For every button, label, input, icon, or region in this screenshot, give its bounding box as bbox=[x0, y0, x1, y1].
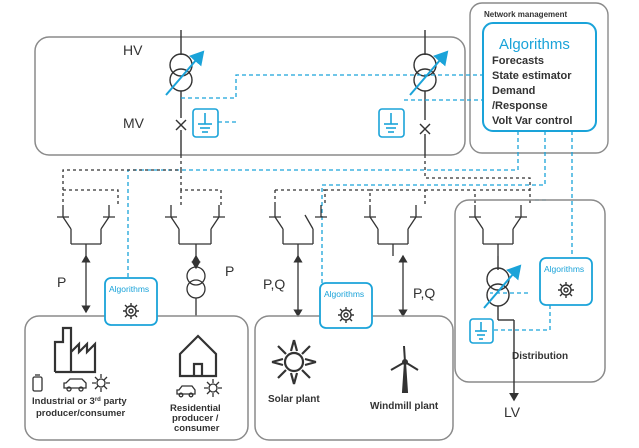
plants-frame bbox=[254, 315, 454, 441]
algorithm-item: Volt Var control bbox=[492, 115, 572, 127]
tap-changer-arrow-distribution bbox=[483, 264, 522, 309]
hv-label: HV bbox=[123, 42, 143, 58]
mv-label: MV bbox=[123, 115, 145, 131]
algorithm-item: Demand bbox=[492, 85, 535, 97]
p-label: P bbox=[57, 274, 66, 290]
algorithm-item: State estimator bbox=[492, 70, 572, 82]
svg-text:Algorithms: Algorithms bbox=[324, 289, 364, 299]
algorithms-title: Algorithms bbox=[499, 36, 570, 53]
hv-transformer-right bbox=[413, 30, 437, 155]
distribution-transformer bbox=[486, 256, 510, 320]
sun-icon bbox=[92, 374, 110, 392]
residential-transformer-icon bbox=[186, 266, 206, 316]
ground-sensor-icon bbox=[192, 108, 219, 138]
p-label: P bbox=[225, 263, 234, 279]
ground-sensor-icon bbox=[469, 318, 494, 344]
algorithms-panel[interactable] bbox=[482, 22, 597, 132]
car-icon bbox=[176, 385, 196, 398]
industrial-consumer-label: Industrial or 3rd party bbox=[32, 396, 127, 407]
algorithms-badge-industrial[interactable]: Algorithms bbox=[104, 277, 158, 326]
algorithm-item: Forecasts bbox=[492, 55, 544, 67]
substation-frame bbox=[34, 36, 466, 156]
distribution-frame bbox=[454, 199, 606, 383]
battery-icon bbox=[32, 374, 43, 392]
algorithms-badge-distribution[interactable]: Algorithms bbox=[539, 257, 593, 306]
algorithm-item: /Response bbox=[492, 100, 548, 112]
sun-icon bbox=[204, 379, 222, 397]
pq-label: P,Q bbox=[263, 276, 285, 292]
distribution-label: Distribution bbox=[512, 351, 568, 362]
residential-consumer-label-line2: producer / bbox=[172, 413, 219, 424]
tap-changer-arrow-left bbox=[165, 50, 205, 96]
switchgear bbox=[57, 205, 527, 256]
network-management-title: Network management bbox=[484, 10, 567, 19]
windmill-plant-label: Windmill plant bbox=[370, 401, 439, 412]
algorithms-badge-solar[interactable]: Algorithms bbox=[319, 282, 373, 329]
pq-label: P,Q bbox=[413, 285, 435, 301]
house-icon bbox=[178, 334, 218, 378]
hv-transformer-left bbox=[169, 30, 193, 155]
industrial-consumer-label-line2: producer/consumer bbox=[36, 408, 126, 419]
factory-icon bbox=[53, 326, 97, 374]
sun-icon bbox=[271, 339, 317, 385]
mv-bus bbox=[62, 155, 531, 205]
gear-icon bbox=[123, 303, 139, 319]
lv-label: LV bbox=[504, 404, 521, 420]
tap-changer-arrow-right bbox=[409, 50, 449, 96]
gear-icon bbox=[558, 282, 574, 298]
residential-consumer-label-line3: consumer bbox=[174, 423, 220, 434]
residential-consumer-label: Residential bbox=[170, 403, 221, 414]
solar-plant-label: Solar plant bbox=[268, 394, 320, 405]
ground-sensor-icon bbox=[378, 108, 405, 138]
car-icon bbox=[63, 378, 87, 392]
gear-icon bbox=[338, 307, 354, 323]
svg-text:Algorithms: Algorithms bbox=[544, 264, 584, 274]
svg-text:Algorithms: Algorithms bbox=[109, 284, 149, 294]
wind-turbine-icon bbox=[390, 345, 419, 393]
